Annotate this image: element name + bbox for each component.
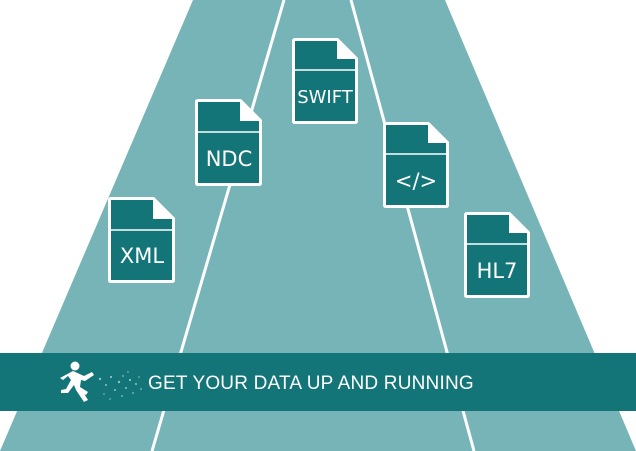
banner-text: GET YOUR DATA UP AND RUNNING (148, 373, 474, 394)
document-ndc: NDC (195, 99, 262, 186)
banner-background (0, 353, 636, 411)
document-label-code: </> (395, 169, 437, 193)
code-document-icon (383, 122, 449, 208)
document-icon (108, 197, 175, 283)
document-label-swift: SWIFT (297, 87, 354, 108)
document-xml: XML (108, 197, 175, 283)
document-label-ndc: NDC (206, 147, 253, 171)
banner: GET YOUR DATA UP AND RUNNING (0, 353, 636, 411)
document-hl7: HL7 (464, 212, 530, 298)
document-label-hl7: HL7 (477, 259, 518, 283)
runner-icon (60, 361, 142, 402)
document-icon (195, 99, 262, 186)
document-label-xml: XML (120, 244, 165, 268)
document-icon (464, 212, 530, 298)
document-code: </> (383, 122, 449, 208)
document-icon (292, 38, 358, 124)
document-swift: SWIFT (292, 38, 358, 124)
